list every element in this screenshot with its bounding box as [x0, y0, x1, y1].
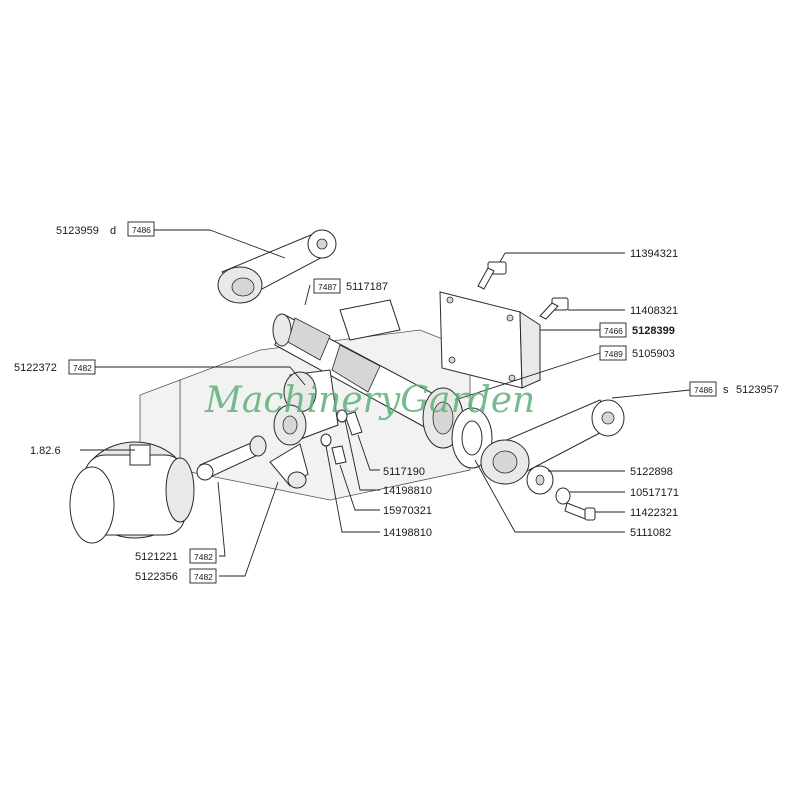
- part-number: 5123957: [736, 384, 779, 396]
- ref-badge: 7489: [604, 349, 623, 359]
- ref-badge: 7487: [318, 282, 337, 292]
- part-number: 5105903: [632, 348, 675, 360]
- part-number: 5122372: [14, 362, 57, 374]
- part-number: 5121221: [135, 551, 178, 563]
- part-number: 5122356: [135, 571, 178, 583]
- part-number: 15970321: [383, 505, 432, 517]
- part-number: 1.82.6: [30, 445, 61, 457]
- ref-badge: 7482: [194, 552, 213, 562]
- part-number: 5122898: [630, 466, 673, 478]
- lever-arm-right: [217, 229, 337, 304]
- watermark: MachineryGarden: [204, 380, 535, 421]
- bolt-11408321: [539, 297, 569, 320]
- washer-10517171: [555, 487, 571, 505]
- part-number: 11408321: [630, 305, 678, 317]
- cover-plate: [439, 291, 541, 389]
- ref-badge: 7482: [73, 363, 92, 373]
- part-number: 5117187: [346, 281, 388, 293]
- bearing-assembly: [422, 387, 493, 469]
- ref-badge: 7486: [132, 225, 151, 235]
- part-number: 5128399: [632, 325, 675, 337]
- part-number: 10517171: [630, 487, 679, 499]
- part-number: 5123959: [56, 225, 99, 237]
- side-indicator: d: [110, 225, 116, 237]
- part-number: 11394321: [630, 248, 678, 260]
- ref-badge: 7482: [194, 572, 213, 582]
- splined-shaft: [272, 299, 446, 431]
- part-number: 11422321: [630, 507, 678, 519]
- pin-5117190: [344, 411, 363, 436]
- washer-5122898: [526, 465, 554, 495]
- bolt-11422321: [564, 502, 596, 521]
- screw-15970321: [331, 445, 347, 465]
- hydraulic-pump: [69, 441, 195, 544]
- part-number: 14198810: [383, 527, 432, 539]
- lever-5122356: [269, 443, 309, 489]
- washer-14198810-b: [320, 433, 332, 447]
- lever-arm-left: [480, 399, 625, 485]
- part-labels: 5123959 d 7486 11394321 11408321 7487 51…: [14, 221, 779, 584]
- part-number: 5117190: [383, 466, 425, 478]
- side-indicator: s: [723, 384, 729, 396]
- ref-badge: 7466: [604, 326, 623, 336]
- inner-lever: [273, 369, 339, 446]
- part-number: 14198810: [383, 485, 432, 497]
- ref-badge: 7486: [694, 385, 713, 395]
- part-number: 5111082: [630, 527, 671, 539]
- lever-5121221: [196, 435, 267, 481]
- bolt-11394321: [477, 261, 507, 290]
- leader-lines: [80, 229, 691, 577]
- washer-14198810: [336, 409, 348, 423]
